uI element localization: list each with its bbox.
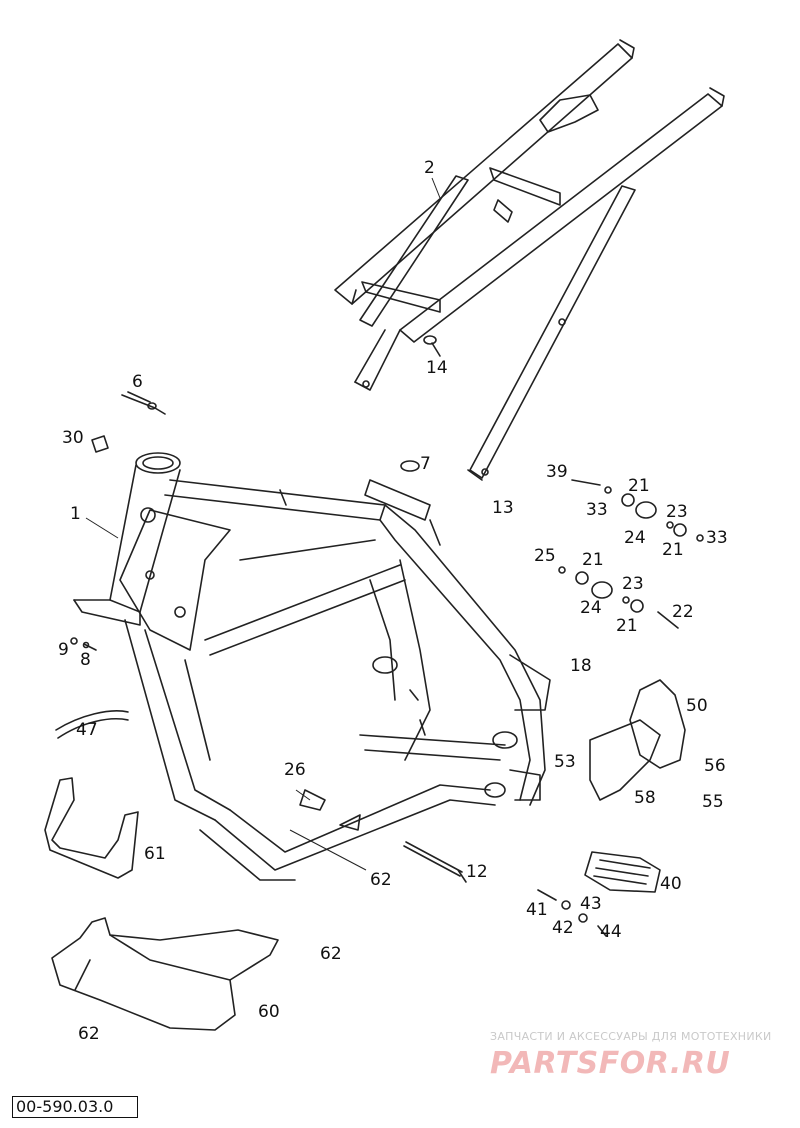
callout-62a: 62 — [370, 870, 392, 890]
callout-55: 55 — [702, 792, 724, 812]
callout-44: 44 — [600, 922, 622, 942]
watermark-logo: PARTSFOR.RU — [490, 1046, 731, 1081]
sensor-6 — [121, 391, 166, 415]
callout-62c: 62 — [78, 1024, 100, 1044]
cap-30 — [91, 435, 109, 453]
callout-53: 53 — [554, 752, 576, 772]
skid-plate-60 — [51, 917, 279, 1031]
callout-24a: 24 — [624, 528, 646, 548]
callout-24b: 24 — [580, 598, 602, 618]
callout-1: 1 — [70, 504, 81, 524]
callout-7: 7 — [420, 454, 431, 474]
leader-lines — [85, 177, 441, 871]
diagram-code-label: 00-590.03.0 — [12, 1096, 138, 1118]
callout-56: 56 — [704, 756, 726, 776]
bolt-8-washer-9 — [70, 637, 97, 651]
callout-21c: 21 — [582, 550, 604, 570]
callout-6: 6 — [132, 372, 143, 392]
plug-7 — [400, 460, 420, 472]
callout-50: 50 — [686, 696, 708, 716]
callout-39: 39 — [546, 462, 568, 482]
callout-43: 43 — [580, 894, 602, 914]
callout-25: 25 — [534, 546, 556, 566]
main-frame-part — [73, 452, 551, 881]
bolt-12 — [403, 841, 467, 883]
callout-12: 12 — [466, 862, 488, 882]
callout-2: 2 — [424, 158, 435, 178]
callout-18: 18 — [570, 656, 592, 676]
guard-61 — [44, 777, 139, 879]
footpeg-40 — [584, 851, 661, 893]
hardware-set — [558, 479, 704, 629]
callout-33b: 33 — [706, 528, 728, 548]
callout-42: 42 — [552, 918, 574, 938]
callout-22: 22 — [672, 602, 694, 622]
callout-62b: 62 — [320, 944, 342, 964]
footpeg-hardware — [537, 889, 607, 937]
callout-23b: 23 — [622, 574, 644, 594]
callout-14: 14 — [426, 358, 448, 378]
callout-26: 26 — [284, 760, 306, 780]
callout-30: 30 — [62, 428, 84, 448]
callout-41: 41 — [526, 900, 548, 920]
callout-13: 13 — [492, 498, 514, 518]
callout-21b: 21 — [662, 540, 684, 560]
callout-21a: 21 — [628, 476, 650, 496]
bolt-14 — [423, 335, 441, 357]
callout-21d: 21 — [616, 616, 638, 636]
callout-8: 8 — [80, 650, 91, 670]
callout-40: 40 — [660, 874, 682, 894]
watermark-caption: ЗАПЧАСТИ И АКСЕССУАРЫ ДЛЯ МОТОТЕХНИКИ — [490, 1030, 772, 1043]
hose-47 — [55, 710, 129, 739]
watermark: ЗАПЧАСТИ И АКСЕССУАРЫ ДЛЯ МОТОТЕХНИКИ PA… — [490, 1030, 790, 1081]
callout-33a: 33 — [586, 500, 608, 520]
callout-23a: 23 — [666, 502, 688, 522]
callout-9: 9 — [58, 640, 69, 660]
chain-guide-50 — [589, 679, 686, 801]
callout-61: 61 — [144, 844, 166, 864]
subframe-part — [334, 39, 725, 481]
callout-60: 60 — [258, 1002, 280, 1022]
callout-47: 47 — [76, 720, 98, 740]
callout-58: 58 — [634, 788, 656, 808]
